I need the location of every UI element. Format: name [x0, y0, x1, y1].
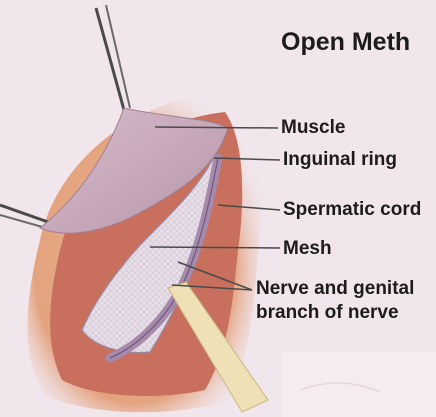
label-mesh: Mesh — [283, 238, 332, 260]
label-inguinal-ring: Inguinal ring — [283, 149, 397, 171]
label-nerve-line1: Nerve and genital — [256, 277, 414, 301]
label-nerve-line2: branch of nerve — [256, 301, 414, 325]
background-patch — [282, 352, 436, 417]
label-muscle: Muscle — [281, 117, 345, 139]
label-nerve: Nerve and genital branch of nerve — [256, 277, 414, 325]
leader-mesh — [150, 247, 280, 248]
forceps-top — [96, 5, 130, 110]
forceps-left — [0, 205, 48, 228]
leader-muscle — [155, 127, 278, 128]
label-spermatic-cord: Spermatic cord — [283, 199, 421, 221]
page-title: Open Meth — [281, 27, 410, 57]
